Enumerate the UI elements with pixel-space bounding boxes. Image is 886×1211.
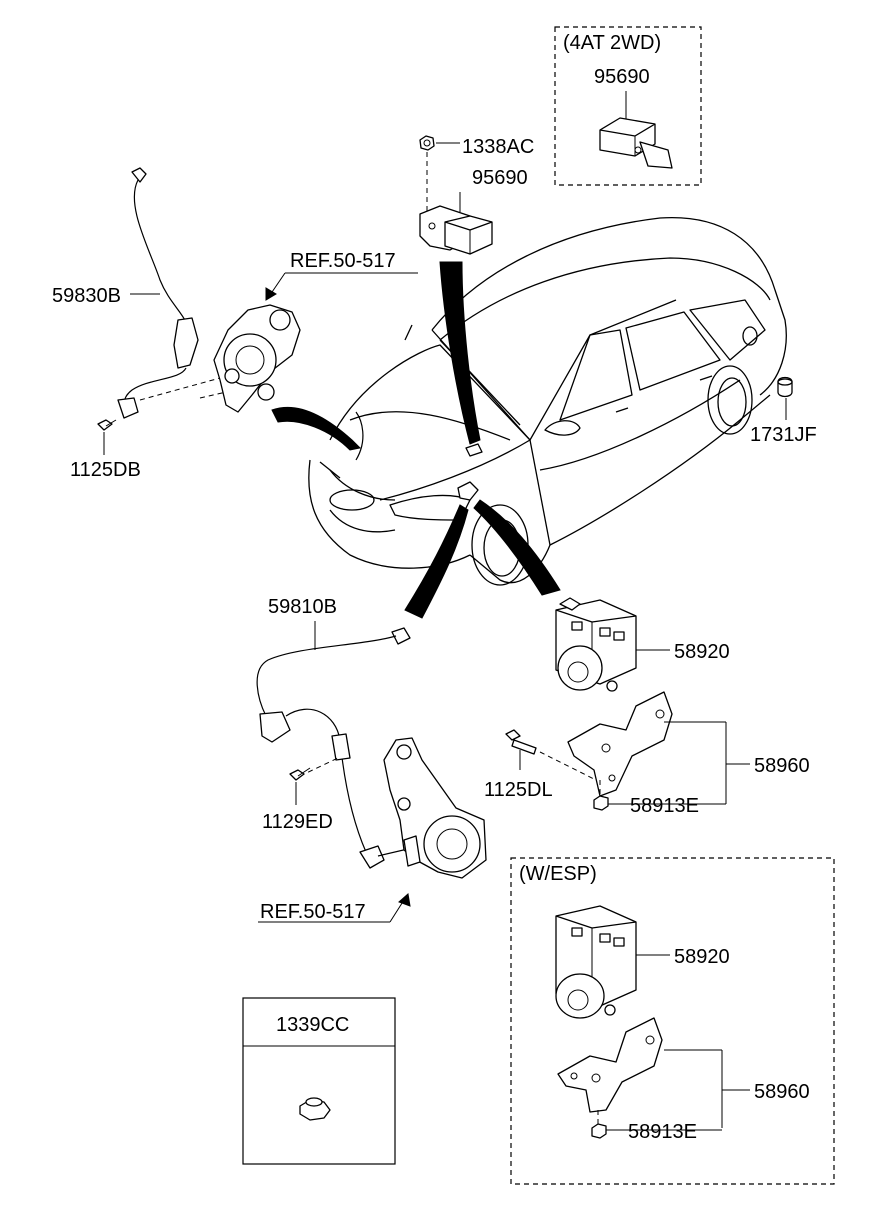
esp-bracket-58960[interactable]: [557, 1017, 663, 1113]
wheel-speed-sensor-59810b[interactable]: [256, 627, 413, 869]
label-95690: 95690: [472, 167, 528, 189]
box-4at-title: (4AT 2WD): [563, 32, 661, 54]
callout-arrow-front-sensor: [404, 504, 469, 619]
callout-arrow-knuckle: [271, 406, 362, 451]
wesp-label-58960: 58960: [754, 1081, 810, 1103]
callout-arrow-abs: [473, 499, 561, 596]
label-1338ac: 1338AC: [462, 136, 534, 158]
front-knuckle-upper[interactable]: [213, 304, 301, 413]
label-58960: 58960: [754, 755, 810, 777]
ref-bottom-label: REF.50-517: [260, 901, 366, 923]
nut-1339cc[interactable]: [299, 1097, 331, 1121]
label-58920: 58920: [674, 641, 730, 663]
sensor-module-4at[interactable]: [599, 117, 673, 169]
callout-arrow-sensor: [439, 261, 481, 445]
esp-nut-58913e[interactable]: [591, 1123, 607, 1139]
plug-1731jf[interactable]: [777, 376, 793, 398]
label-59810b: 59810B: [268, 596, 337, 618]
arrow-ref-bottom: [389, 893, 411, 923]
nut-1338ac[interactable]: [419, 135, 435, 151]
box-1339cc: 1339CC: [242, 997, 396, 1165]
box-wesp-title: (W/ESP): [519, 863, 597, 885]
bracket-58960[interactable]: [567, 691, 673, 797]
box-w-esp: (W/ESP) 58920 58960 58913E: [510, 857, 835, 1185]
label-1125dl: 1125DL: [484, 779, 553, 801]
wesp-label-58920: 58920: [674, 946, 730, 968]
label-59830b: 59830B: [52, 285, 121, 307]
box-1339cc-title: 1339CC: [276, 1014, 349, 1036]
box-4at-2wd: (4AT 2WD) 95690: [554, 26, 702, 186]
front-knuckle-lower[interactable]: [383, 737, 487, 879]
label-58913e: 58913E: [630, 795, 699, 817]
wheel-speed-sensor-59830b[interactable]: [117, 167, 199, 419]
ref-top-label: REF.50-517: [290, 250, 396, 272]
esp-module-58920[interactable]: [555, 905, 637, 1019]
nut-58913e[interactable]: [593, 795, 609, 811]
abs-module-58920[interactable]: [555, 597, 637, 692]
bolt-1129ed[interactable]: [289, 767, 311, 781]
label-1129ed: 1129ED: [262, 811, 333, 833]
arrow-ref-top: [265, 272, 286, 301]
sensor-module-95690[interactable]: [419, 205, 493, 255]
box-4at-part-label: 95690: [594, 66, 650, 88]
bolt-1125db[interactable]: [97, 419, 117, 431]
wesp-label-58913e: 58913E: [628, 1121, 697, 1143]
bolt-1125dl[interactable]: [505, 729, 537, 755]
label-1125db: 1125DB: [70, 459, 141, 481]
label-1731jf: 1731JF: [750, 424, 817, 446]
